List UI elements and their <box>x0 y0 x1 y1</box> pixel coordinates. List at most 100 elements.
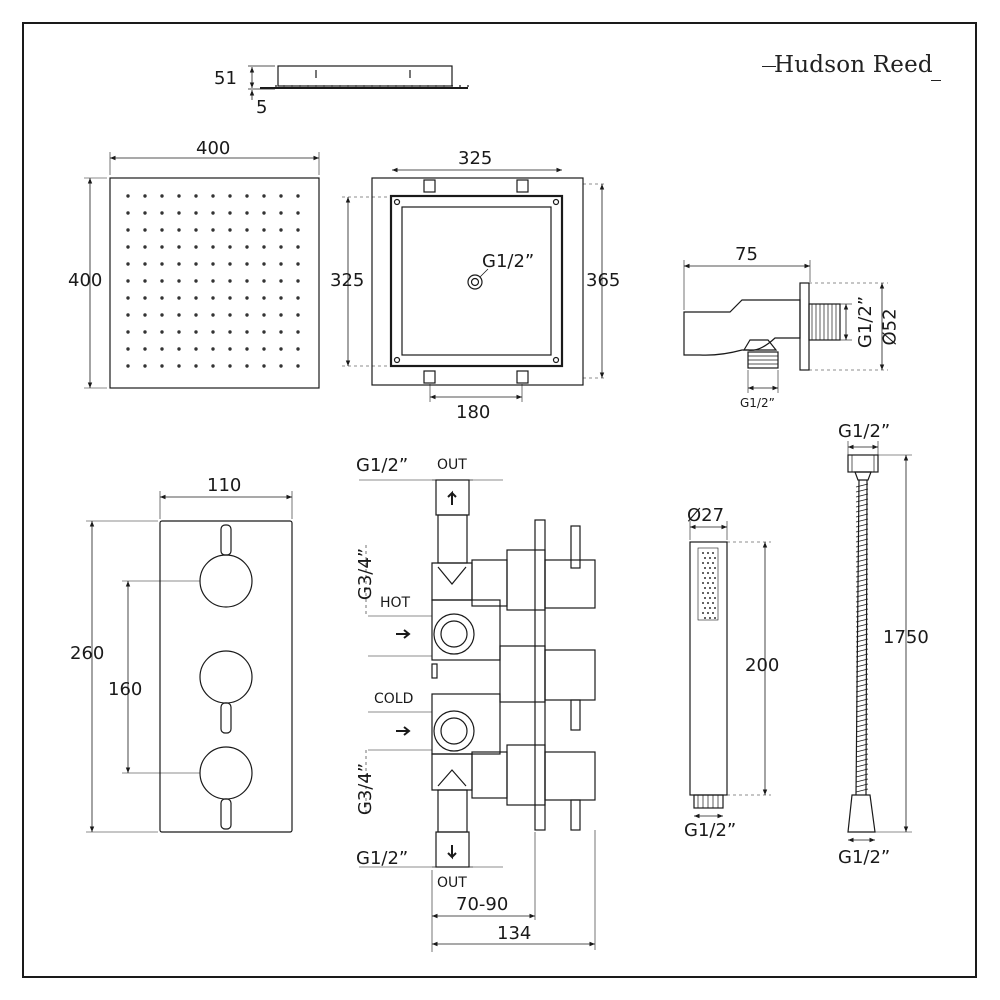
spray-hole <box>702 602 704 604</box>
hose-coil <box>855 683 869 688</box>
hose-coil <box>855 628 869 633</box>
hose-coil <box>855 553 869 558</box>
valve-top-g34: G3/4” <box>355 547 377 601</box>
nozzle-dot <box>177 364 181 368</box>
valve-top-out-thread: G1/2” <box>356 455 409 476</box>
nozzle-dot <box>126 313 130 317</box>
nozzle-dot <box>211 296 215 300</box>
nozzle-dot <box>126 279 130 283</box>
nozzle-dot <box>143 211 147 215</box>
hose-coil <box>855 613 869 618</box>
nozzle-dot <box>177 228 181 232</box>
spray-hole <box>707 582 709 584</box>
nozzle-dot <box>177 279 181 283</box>
dim-elbow-diameter: Ø52 <box>879 308 901 346</box>
spray-hole <box>707 612 709 614</box>
nozzle-dot <box>296 313 300 317</box>
nozzle-dot <box>126 228 130 232</box>
hose-coil <box>855 763 869 768</box>
nozzle-dot <box>177 194 181 198</box>
hose-coil <box>855 568 869 573</box>
hose-coil <box>855 573 869 578</box>
hose-coil <box>855 483 869 488</box>
nozzle-dot <box>211 279 215 283</box>
hose-coil <box>855 578 869 583</box>
hose-coil <box>855 748 869 753</box>
nozzle-dot <box>143 313 147 317</box>
dim-plate-width: 110 <box>207 475 242 496</box>
dim-valve-total: 134 <box>497 923 532 944</box>
nozzle-dot <box>194 364 198 368</box>
hose-coil <box>855 788 869 793</box>
nozzle-dot <box>245 279 249 283</box>
dim-knob-spacing: 160 <box>108 679 143 700</box>
nozzle-dot <box>160 313 164 317</box>
nozzle-dot <box>245 313 249 317</box>
nozzle-dot <box>228 228 232 232</box>
hose-coil <box>855 643 869 648</box>
nozzle-dot <box>245 211 249 215</box>
hose-coil <box>855 688 869 693</box>
nozzle-dot <box>160 211 164 215</box>
nozzle-dot <box>143 279 147 283</box>
spray-hole <box>702 562 704 564</box>
nozzle-dot <box>279 330 283 334</box>
nozzle-dot <box>262 347 266 351</box>
nozzle-dot <box>262 245 266 249</box>
hose-coil <box>855 493 869 498</box>
nozzle-dot <box>126 211 130 215</box>
hose-coil <box>855 538 869 543</box>
nozzle-dot <box>143 296 147 300</box>
nozzle-dot <box>177 330 181 334</box>
spray-hole <box>709 597 711 599</box>
valve-hot-label: HOT <box>380 595 411 611</box>
nozzle-dot <box>228 296 232 300</box>
handset-spray-holes <box>702 552 716 619</box>
nozzle-dot <box>228 330 232 334</box>
nozzle-dot <box>194 313 198 317</box>
dim-valve-depth: 70-90 <box>456 894 509 915</box>
spray-hole <box>712 572 714 574</box>
nozzle-dot <box>126 245 130 249</box>
hose-coil <box>855 768 869 773</box>
hose-coil <box>855 543 869 548</box>
drawing-frame <box>22 22 977 978</box>
valve-side-section <box>359 479 596 952</box>
nozzle-dot <box>279 228 283 232</box>
hose-coil <box>855 738 869 743</box>
spray-hole <box>702 582 704 584</box>
spray-hole <box>712 552 714 554</box>
nozzle-dot <box>279 194 283 198</box>
nozzle-dot <box>279 313 283 317</box>
nozzle-dot <box>279 347 283 351</box>
nozzle-dot <box>228 262 232 266</box>
nozzle-dot <box>211 245 215 249</box>
nozzle-dot <box>296 279 300 283</box>
dim-plate-height: 260 <box>70 643 105 664</box>
valve-front-plate <box>86 491 293 833</box>
nozzle-dot <box>211 262 215 266</box>
hose-coil <box>855 618 869 623</box>
nozzle-dot <box>194 211 198 215</box>
spray-hole <box>707 562 709 564</box>
nozzle-dot <box>194 330 198 334</box>
nozzle-dot <box>211 211 215 215</box>
dim-hose-bottom-thread: G1/2” <box>838 847 891 868</box>
nozzle-dot <box>194 347 198 351</box>
nozzle-dot <box>194 194 198 198</box>
dim-frame-inner: 325 <box>458 148 493 169</box>
spray-hole <box>704 577 706 579</box>
hose-coil <box>855 518 869 523</box>
hose-coil <box>855 608 869 613</box>
nozzle-dot <box>126 330 130 334</box>
nozzle-dot <box>262 296 266 300</box>
nozzle-dot <box>143 330 147 334</box>
spray-hole <box>709 587 711 589</box>
nozzle-dot <box>160 347 164 351</box>
spray-hole <box>714 597 716 599</box>
hose-coil <box>855 753 869 758</box>
dim-handset-length: 200 <box>745 655 780 676</box>
nozzle-dot <box>296 330 300 334</box>
dim-head-width: 400 <box>196 138 231 159</box>
